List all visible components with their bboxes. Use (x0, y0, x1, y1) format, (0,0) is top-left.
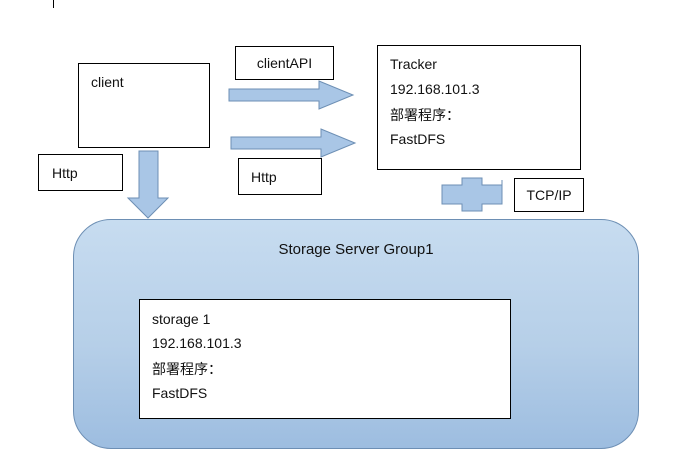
storage-deploy-label: 部署程序： (152, 361, 222, 377)
tracker-ip: 192.168.101.3 (390, 81, 480, 97)
tracker-box: Tracker 192.168.101.3 部署程序： FastDFS (377, 45, 581, 170)
storage-program: FastDFS (152, 385, 208, 401)
group-title: Storage Server Group1 (278, 241, 434, 258)
tracker-program: FastDFS (390, 131, 446, 147)
client-box: client (78, 63, 210, 148)
storage-name: storage 1 (152, 311, 211, 327)
storage-ip: 192.168.101.3 (152, 335, 242, 351)
tracker-storage-double-arrow (441, 177, 503, 212)
client-api-arrow (228, 80, 355, 110)
tcp-ip-label: TCP/IP (514, 178, 584, 212)
client-label: client (91, 74, 124, 90)
storage-server-group: Storage Server Group1 storage 1 192.168.… (73, 219, 639, 449)
client-to-storage-arrow (126, 150, 170, 219)
storage-node-box: storage 1 192.168.101.3 部署程序： FastDFS (139, 299, 511, 419)
text-cursor (53, 0, 54, 8)
tracker-deploy-label: 部署程序： (390, 107, 460, 123)
http-arrow-right (230, 128, 357, 158)
client-api-label: clientAPI (235, 46, 334, 80)
http-label-mid: Http (238, 158, 322, 195)
tracker-name: Tracker (390, 56, 437, 72)
http-label-left: Http (38, 154, 123, 191)
